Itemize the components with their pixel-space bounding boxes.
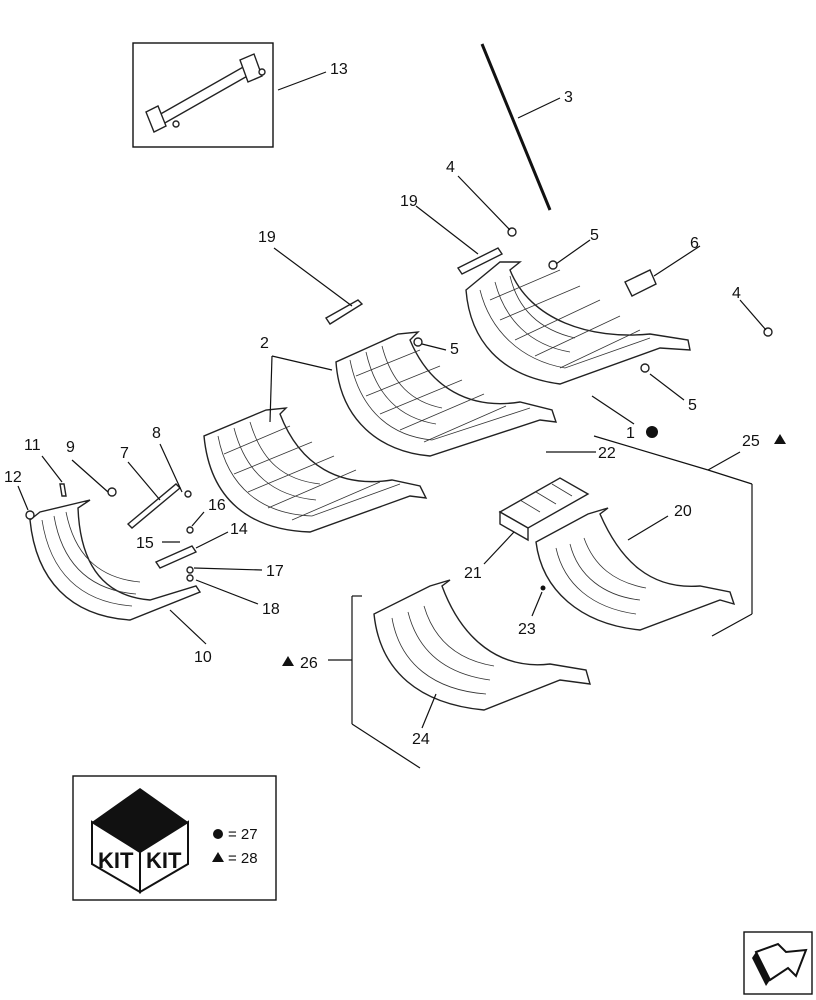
callout-12: 12: [4, 469, 22, 486]
callout-1: 1: [626, 425, 635, 442]
kit-box-word-left: KIT: [98, 848, 134, 873]
kit-triangle-marker-25: [774, 434, 786, 444]
part-2-concave-front: [203, 407, 428, 533]
callout-4: 4: [446, 159, 455, 176]
kit-circle-marker-1: [646, 426, 658, 438]
next-page-arrow-icon[interactable]: [743, 931, 813, 995]
callout-7: 7: [120, 445, 129, 462]
part-16-bolt: [186, 526, 194, 534]
legend-circle-text: = 27: [228, 826, 258, 843]
part-5-nut-a: [548, 260, 558, 270]
callout-10: 10: [194, 649, 212, 666]
callout-9: 9: [66, 439, 75, 456]
callout-19: 19: [258, 229, 276, 246]
part-1-concave: [465, 261, 691, 385]
part-13-inset: [132, 42, 274, 148]
part-12-nut: [25, 510, 35, 520]
kit-box-word-right: KIT: [146, 848, 182, 873]
part-7-strip: [126, 483, 182, 529]
callout-21: 21: [464, 565, 482, 582]
callout-25: 25: [742, 433, 760, 450]
part-11-bolt: [59, 483, 67, 497]
callout-3: 3: [564, 89, 573, 106]
callout-17: 17: [266, 563, 284, 580]
callout-19: 19: [400, 193, 418, 210]
callout-5: 5: [450, 341, 459, 358]
part-5-nut-c: [640, 363, 650, 373]
part-20-concave: [535, 507, 736, 631]
callout-14: 14: [230, 521, 248, 538]
part-3-rod: [480, 43, 552, 211]
callout-18: 18: [262, 601, 280, 618]
callout-16: 16: [208, 497, 226, 514]
part-5-nut-b: [413, 337, 423, 347]
callout-23: 23: [518, 621, 536, 638]
callout-5: 5: [590, 227, 599, 244]
callout-24: 24: [412, 731, 430, 748]
part-19-bar-right: [456, 247, 504, 275]
part-6-bracket: [624, 269, 657, 297]
legend-triangle-icon: [212, 852, 224, 862]
leader-lines: [17, 71, 767, 769]
part-18-nut: [186, 574, 194, 582]
callout-5: 5: [688, 397, 697, 414]
part-19-bar-left: [324, 299, 364, 325]
callout-4: 4: [732, 285, 741, 302]
legend-triangle-text: = 28: [228, 850, 258, 867]
callout-13: 13: [330, 61, 348, 78]
callout-26: 26: [300, 655, 318, 672]
part-9-nut: [107, 487, 117, 497]
callout-2: 2: [260, 335, 269, 352]
callout-20: 20: [674, 503, 692, 520]
part-17-washer: [186, 566, 194, 574]
callout-11: 11: [24, 437, 41, 454]
part-14-plate: [154, 545, 198, 569]
part-10-concave-left: [29, 499, 202, 621]
kit-legend: KIT KIT = 27 = 28: [72, 775, 277, 901]
part-2-concave-middle: [335, 331, 558, 457]
kit-triangle-marker-26: [282, 656, 294, 666]
part-24-concave: [373, 579, 591, 711]
callout-15: 15: [136, 535, 154, 552]
part-8-nut: [184, 490, 192, 498]
part-23-pin: [540, 585, 546, 591]
part-21-insert: [498, 477, 590, 542]
callout-8: 8: [152, 425, 161, 442]
callouts: 13 3 4 19 19 5 6 4 2 5 5 1 25 22 11 9 8 …: [4, 61, 760, 748]
callout-6: 6: [690, 235, 699, 252]
legend-circle-icon: [213, 829, 223, 839]
callout-22: 22: [598, 445, 616, 462]
